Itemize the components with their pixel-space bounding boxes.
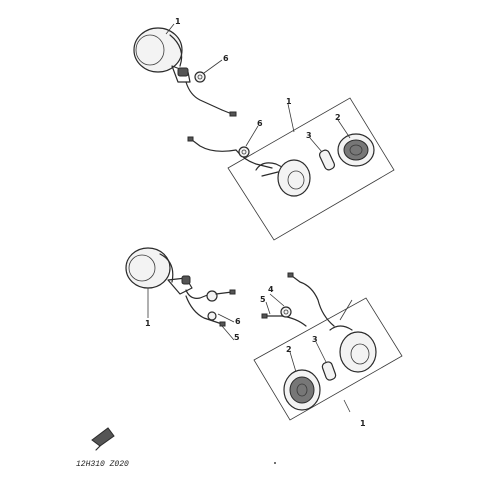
top-nut-lower [238,146,250,158]
bottom-lamp-body [125,247,193,295]
top-nut [194,71,206,83]
callout-bottom-6: 6 [235,317,241,326]
bottom-assembly-frame [253,297,403,421]
top-assembly-wire [187,136,273,169]
callout-bottom-lens: 2 [286,345,292,354]
bottom-bulb [321,361,337,381]
figure-code: 12H310 Z020 [76,460,129,469]
callout-bottom-4: 4 [268,285,274,294]
bottom-lens [283,369,321,411]
callout-top-lamp: 1 [175,17,181,26]
callout-bottom-bulb: 3 [312,335,318,344]
bottom-assembly-housing [329,325,377,373]
callout-bottom-lamp: 1 [145,319,151,328]
stray-dot [274,462,276,464]
callout-top-nut-lower: 6 [257,119,263,128]
callout-top-assembly: 1 [286,97,292,106]
top-assembly-frame [227,97,395,241]
callout-bottom-5b: 5 [234,333,240,342]
callout-top-lens: 2 [335,113,341,122]
bottom-lamp-wires [185,289,236,327]
leader-lines [147,23,353,413]
top-assembly-housing [255,159,311,197]
orientation-arrow-icon [91,427,115,451]
top-lens [337,133,375,167]
callout-bottom-assembly: 1 [360,419,366,428]
callout-top-nut: 6 [223,54,229,63]
bottom-assembly-wires [261,272,335,327]
callout-bottom-5a: 5 [260,295,266,304]
top-lamp-body [133,27,191,83]
callout-top-bulb: 3 [306,131,312,140]
top-lamp-wire [185,81,237,117]
top-bulb [318,149,336,171]
